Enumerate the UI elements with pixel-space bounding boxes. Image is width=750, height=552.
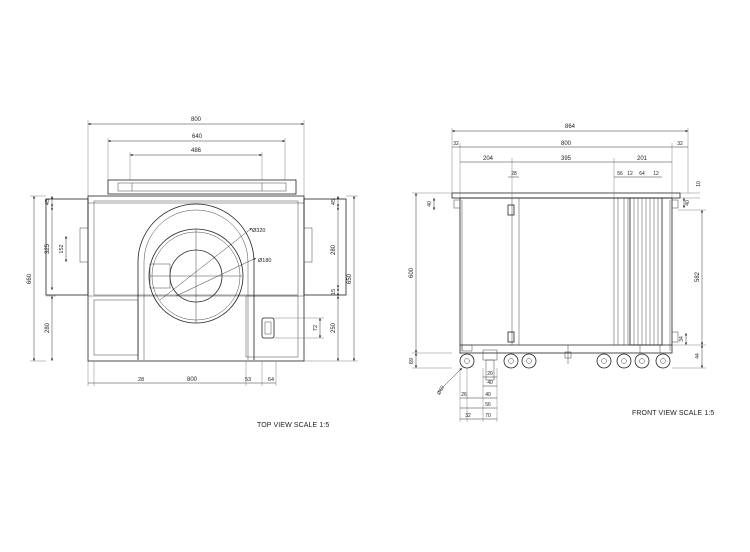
front-view-caption: FRONT VIEW SCALE 1:5: [632, 410, 715, 417]
dim-d320: Ø320: [252, 228, 265, 234]
dim-w864: 864: [565, 124, 576, 130]
dim-h15: 15: [331, 289, 337, 295]
top-view-caption: TOP VIEW SCALE 1:5: [257, 422, 330, 429]
dim-b32: 32: [465, 413, 471, 419]
dim-h280-left: 280: [45, 322, 51, 333]
front-radiator: [629, 197, 663, 346]
dim-h660: 660: [27, 273, 33, 284]
top-hood-inner: [117, 182, 287, 192]
dim-b56: 56: [485, 402, 491, 408]
front-view: 864 32 800 32 204 395 201 28 56 12 64 12…: [409, 124, 706, 422]
dim-b20: 20: [487, 371, 493, 377]
dim-d180: Ø180: [258, 258, 271, 264]
dim-l32: 32: [453, 141, 459, 147]
dim-h152: 152: [59, 244, 65, 253]
dim-w64: 64: [639, 171, 645, 177]
dim-h45-left: 45: [45, 199, 51, 205]
dim-b53: 53: [245, 377, 251, 383]
dim-w56: 56: [617, 171, 623, 177]
dim-h600: 600: [409, 267, 415, 278]
front-frame: [459, 197, 673, 354]
dim-b28: 28: [138, 377, 144, 383]
dim-h650: 650: [347, 273, 353, 284]
dim-b26: 26: [461, 392, 467, 398]
dim-w640: 640: [192, 134, 203, 140]
top-drum-arch: [137, 203, 255, 360]
dim-h69: 69: [409, 358, 415, 364]
dim-d60: Ø60: [436, 385, 446, 396]
dim-w800: 800: [561, 141, 572, 147]
front-top-slab: [451, 192, 681, 199]
dim-w486: 486: [191, 148, 202, 154]
top-hood-outer: [107, 179, 297, 195]
dim-b40a: 40: [485, 392, 491, 398]
dim-w201: 201: [637, 156, 648, 162]
top-control-box: [261, 317, 275, 339]
dim-b800: 800: [187, 377, 198, 383]
dim-w204: 204: [483, 156, 494, 162]
dim-h10: 10: [696, 181, 702, 187]
dim-b64: 64: [268, 377, 274, 383]
dim-h40-left: 40: [427, 201, 433, 207]
dim-w12a: 12: [627, 171, 633, 177]
dim-h40-right: 40: [685, 200, 691, 206]
dim-w800-top: 800: [191, 117, 202, 123]
dim-w395: 395: [561, 156, 572, 162]
dim-h582: 582: [695, 271, 701, 282]
dim-r32: 32: [677, 141, 683, 147]
dim-h280-right: 280: [331, 244, 337, 255]
dim-h72: 72: [313, 325, 319, 331]
dim-h44: 44: [695, 353, 701, 359]
dim-b40b: 40: [487, 380, 493, 386]
top-view: Ø320 Ø180 800 640 486 660 45 325 152 280…: [27, 117, 358, 386]
dim-h250: 250: [331, 322, 337, 333]
dim-h45-right: 45: [331, 199, 337, 205]
dim-w28: 28: [511, 171, 517, 177]
dim-h34: 34: [679, 336, 685, 342]
dim-w12b: 12: [653, 171, 659, 177]
dim-h325: 325: [45, 243, 51, 254]
dim-b70: 70: [485, 413, 491, 419]
